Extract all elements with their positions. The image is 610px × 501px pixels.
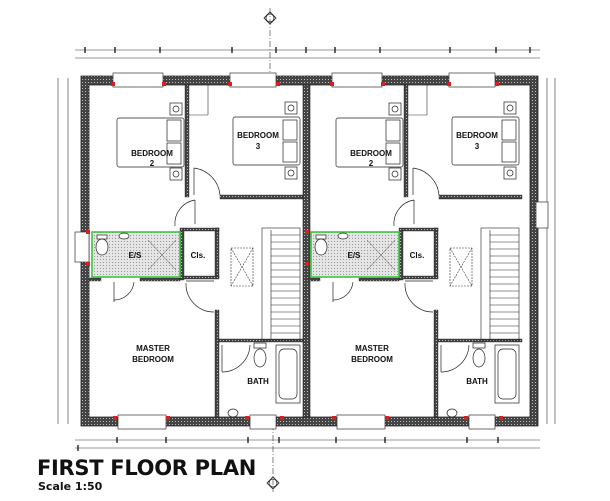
- bed-icon: [116, 116, 301, 168]
- bedroom-3-label: BEDROOM: [237, 131, 279, 140]
- internal-walls: [307, 84, 523, 418]
- door-swings: [113, 167, 251, 373]
- dwelling-unit-left: BEDROOM 2 BEDROOM 3 E/S Cls. MASTER BEDR…: [88, 84, 304, 418]
- bedroom-2-number: 2: [369, 159, 374, 168]
- closet-label: Cls.: [191, 251, 206, 260]
- dwelling-unit-right: BEDROOM 2 BEDROOM 3 E/S Cls. MASTER BEDR…: [307, 84, 523, 418]
- staircase: [261, 227, 301, 341]
- ensuite-floor: [91, 231, 181, 278]
- bedroom-3-number: 3: [256, 142, 261, 151]
- internal-walls: [88, 84, 304, 418]
- closet-label: Cls.: [410, 251, 425, 260]
- master-bedroom-label-2: BEDROOM: [351, 355, 393, 364]
- bathtub-icon: [494, 344, 520, 404]
- bath-basin-icon: [227, 408, 239, 418]
- column-markers: [86, 82, 503, 420]
- bedroom-2-label: BEDROOM: [350, 149, 392, 158]
- bathtub-icon: [275, 344, 301, 404]
- bath-label: BATH: [466, 377, 488, 386]
- section-marker-top: [263, 11, 277, 25]
- landing-void: [449, 247, 473, 287]
- dimension-lines: [57, 8, 556, 492]
- bed-icon: [335, 116, 520, 168]
- bath-toilet-icon: [472, 342, 486, 368]
- external-windows: [74, 72, 549, 430]
- section-marker-bottom: [266, 476, 280, 490]
- room-labels: BEDROOM 2 BEDROOM 3 E/S Cls. MASTER BEDR…: [348, 131, 499, 386]
- bedside-table-icons: [169, 101, 298, 181]
- bedroom-3-number: 3: [475, 142, 480, 151]
- bath-basin-icon: [446, 408, 458, 418]
- shower-tray-icon: [366, 239, 396, 271]
- master-bedroom-label-1: MASTER: [355, 344, 389, 353]
- door-swings: [332, 167, 470, 373]
- bedroom-2-number: 2: [150, 159, 155, 168]
- room-labels: BEDROOM 2 BEDROOM 3 E/S Cls. MASTER BEDR…: [129, 131, 280, 386]
- ensuite-floor: [310, 231, 400, 278]
- ensuite-label: E/S: [348, 251, 362, 260]
- bedroom-3-label: BEDROOM: [456, 131, 498, 140]
- toilet-icon: [314, 234, 328, 256]
- bath-toilet-icon: [253, 342, 267, 368]
- shower-tray-icon: [147, 239, 177, 271]
- basin-icon: [118, 232, 130, 240]
- bedroom-2-label: BEDROOM: [131, 149, 173, 158]
- bedside-table-icons: [388, 101, 517, 181]
- dimension-ticks: [77, 47, 531, 451]
- bath-label: BATH: [247, 377, 269, 386]
- basin-icon: [337, 232, 349, 240]
- master-bedroom-label-2: BEDROOM: [132, 355, 174, 364]
- ensuite-label: E/S: [129, 251, 143, 260]
- staircase: [480, 227, 520, 341]
- drawing-scale: Scale 1:50: [38, 480, 103, 493]
- party-wall: [302, 84, 311, 418]
- toilet-icon: [95, 234, 109, 256]
- landing-void: [230, 247, 254, 287]
- drawing-title: FIRST FLOOR PLAN: [37, 456, 257, 480]
- master-bedroom-label-1: MASTER: [136, 344, 170, 353]
